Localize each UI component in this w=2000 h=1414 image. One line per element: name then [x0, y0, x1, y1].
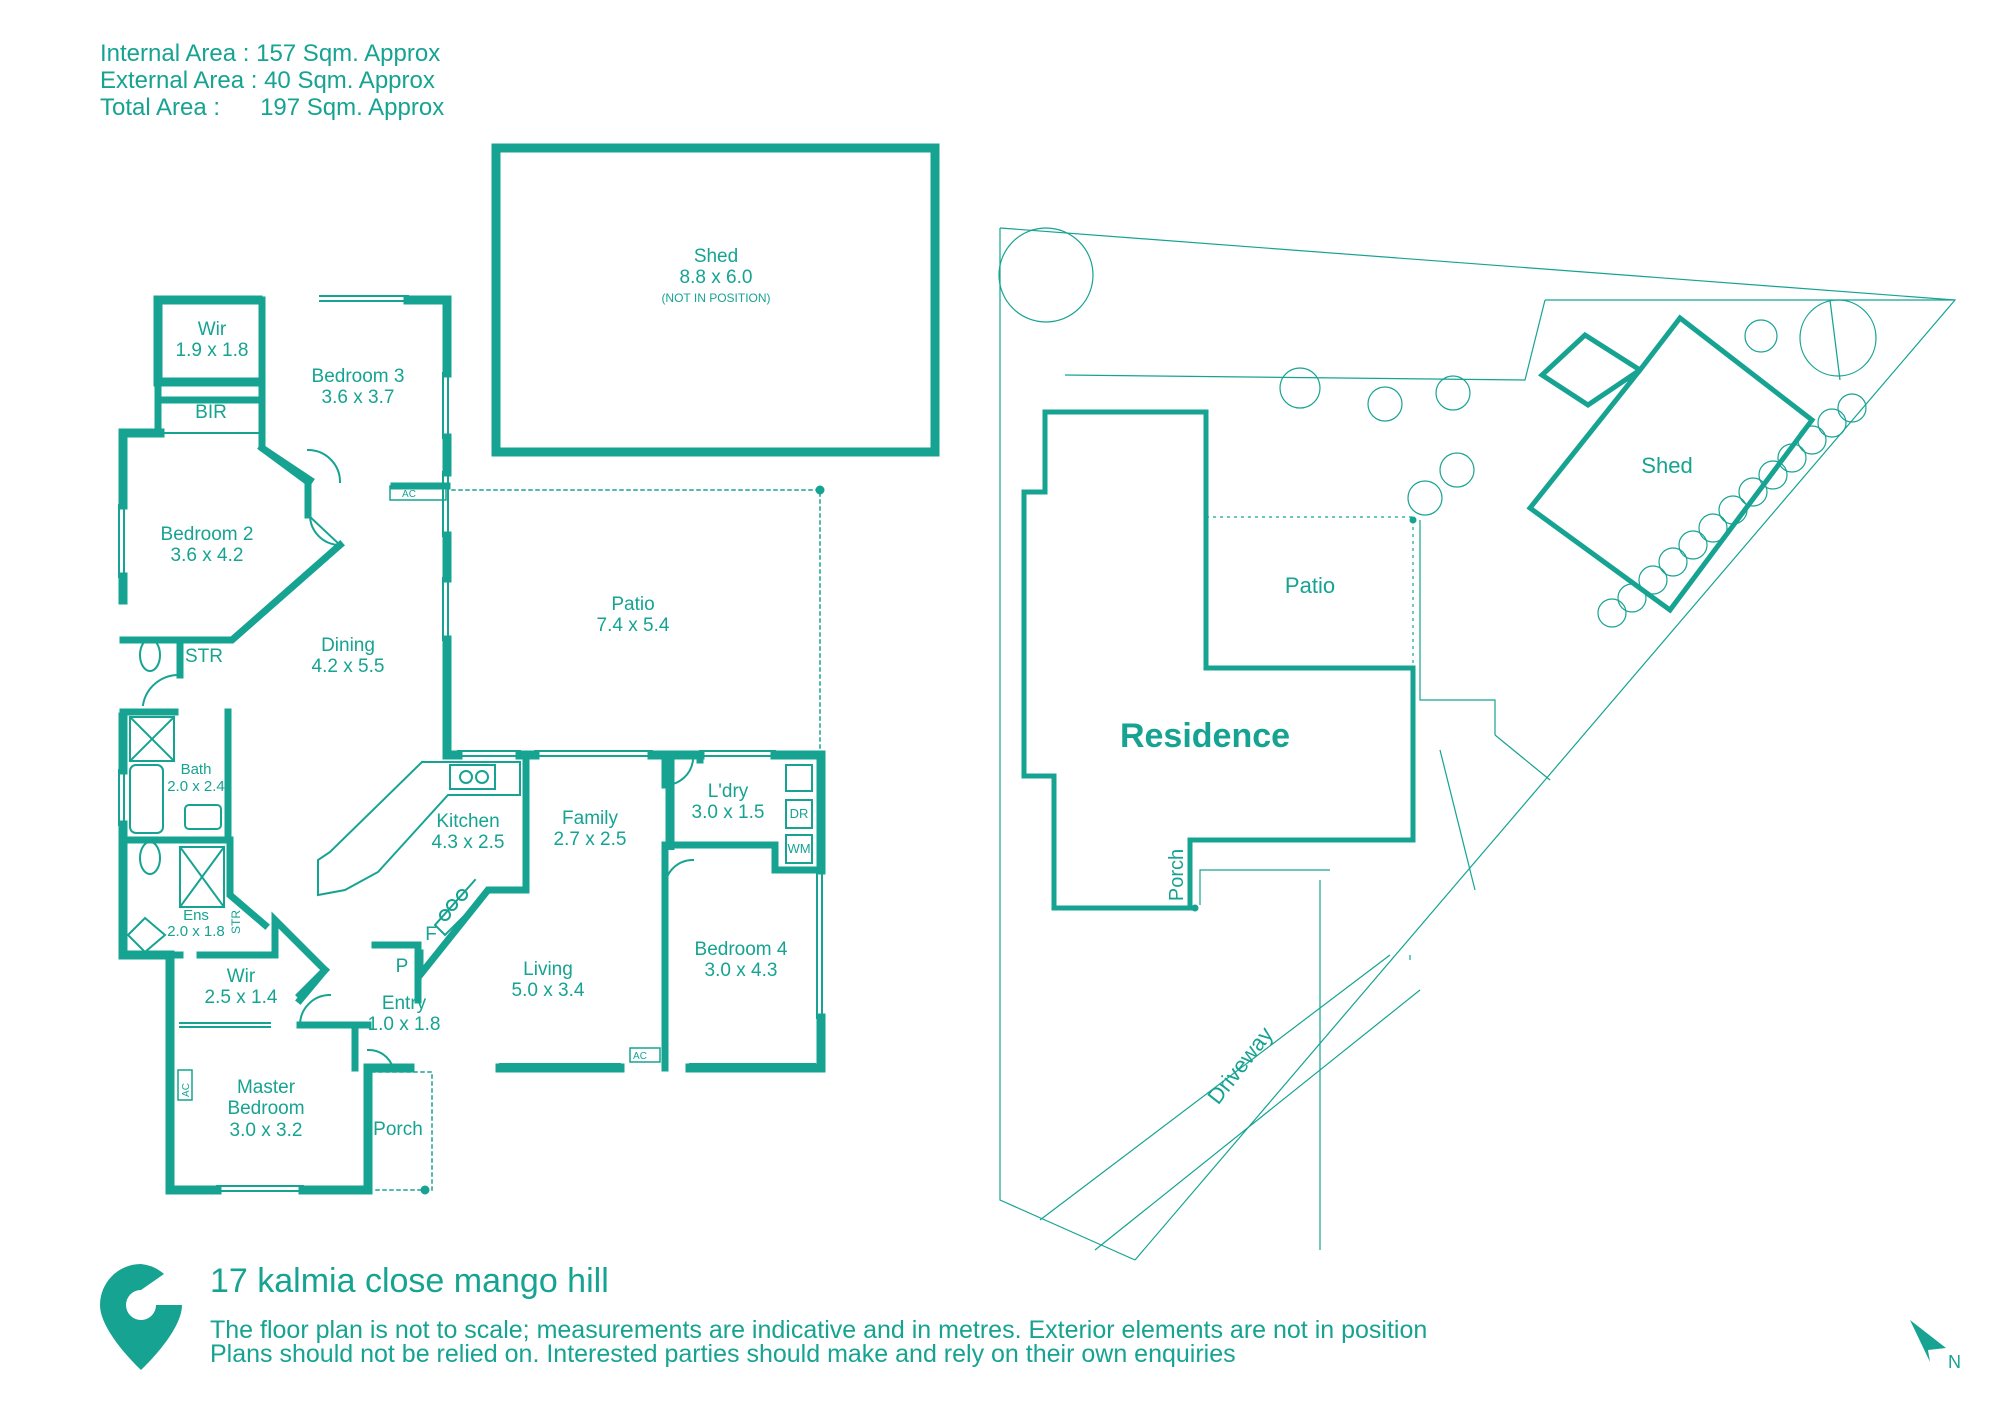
- disclaimer: The floor plan is not to scale; measurem…: [210, 1316, 1428, 1368]
- str2-label: STR: [229, 910, 243, 934]
- ac2-label: AC: [633, 1051, 647, 1062]
- living-dims: 5.0 x 3.4: [512, 980, 585, 1001]
- external-area: External Area : 40 Sqm. Approx: [100, 67, 435, 94]
- patio-name: Patio: [611, 594, 654, 615]
- bath-name: Bath: [181, 761, 212, 778]
- p-label: P: [396, 956, 409, 977]
- kitchen-dims: 4.3 x 2.5: [432, 832, 505, 853]
- porch-label: Porch: [373, 1119, 423, 1140]
- ens-name: Ens: [183, 907, 209, 924]
- ens-dims: 2.0 x 1.8: [167, 923, 225, 940]
- bedroom4-dims: 3.0 x 4.3: [705, 960, 778, 981]
- site-patio-label: Patio: [1285, 573, 1335, 598]
- patio-dims: 7.4 x 5.4: [597, 615, 670, 636]
- doors: [141, 448, 695, 1070]
- bedroom4-name: Bedroom 4: [695, 939, 788, 960]
- master-name-2: Bedroom: [227, 1098, 304, 1119]
- f-label: F: [425, 924, 437, 945]
- patio-outline: [371, 489, 821, 1191]
- ac1-label: AC: [402, 489, 416, 500]
- kitchen-name: Kitchen: [436, 811, 499, 832]
- living-name: Living: [523, 959, 573, 980]
- bedroom3-dims: 3.6 x 3.7: [322, 387, 395, 408]
- disclaimer-line-1: The floor plan is not to scale; measurem…: [210, 1316, 1428, 1344]
- bedroom3-name: Bedroom 3: [312, 366, 405, 387]
- outer-walls: [118, 295, 826, 1195]
- wir1-dims: 1.9 x 1.8: [176, 340, 249, 361]
- shed-note: (NOT IN POSITION): [661, 291, 770, 305]
- floor-plan-labels: Shed 8.8 x 6.0 (NOT IN POSITION) Wir 1.9…: [161, 246, 811, 1141]
- ac3-label: AC: [181, 1083, 192, 1097]
- location-pin-c-logo-icon: [100, 1264, 182, 1370]
- laundry-name: L'dry: [708, 781, 749, 802]
- bedroom2-dims: 3.6 x 4.2: [171, 545, 244, 566]
- wm-label: WM: [787, 841, 810, 856]
- windows: [118, 295, 823, 1192]
- north-label: N: [1948, 1352, 1960, 1370]
- bath-dims: 2.0 x 2.4: [167, 778, 225, 795]
- family-dims: 2.7 x 2.5: [554, 829, 627, 850]
- laundry-dims: 3.0 x 1.5: [692, 802, 765, 823]
- shed-dims: 8.8 x 6.0: [680, 267, 753, 288]
- site-shed-outline: [1526, 314, 1816, 614]
- dr-label: DR: [790, 806, 809, 821]
- dining-name: Dining: [321, 635, 375, 656]
- master-dims: 3.0 x 3.2: [230, 1120, 303, 1141]
- north-arrow-icon: N: [1910, 1320, 1960, 1370]
- entry-dims: 1.0 x 1.8: [368, 1014, 441, 1035]
- internal-area: Internal Area : 157 Sqm. Approx: [100, 40, 441, 67]
- site-shed-label: Shed: [1641, 453, 1692, 478]
- bedroom2-name: Bedroom 2: [161, 524, 254, 545]
- total-area: Total Area : 197 Sqm. Approx: [100, 94, 445, 121]
- disclaimer-line-2: Plans should not be relied on. Intereste…: [210, 1340, 1236, 1368]
- bathroom-fixtures: [126, 638, 813, 954]
- area-stats: Internal Area : 157 Sqm. Approx External…: [100, 40, 444, 121]
- site-plan: [998, 227, 1957, 1261]
- residence-outline: [1021, 409, 1416, 911]
- wir2-dims: 2.5 x 1.4: [205, 987, 278, 1008]
- site-porch-label: Porch: [1166, 849, 1188, 901]
- wir1-name: Wir: [198, 319, 227, 340]
- master-name-1: Master: [237, 1077, 296, 1098]
- wir2-name: Wir: [227, 966, 256, 987]
- driveway-label: Driveway: [1202, 1022, 1277, 1109]
- kitchen-bench: [317, 760, 521, 937]
- site-boundary: [999, 227, 1957, 1261]
- bir-label: BIR: [195, 402, 227, 423]
- residence-label: Residence: [1120, 717, 1290, 755]
- str1-label: STR: [185, 646, 223, 667]
- floor-plan: [118, 143, 940, 1195]
- dining-dims: 4.2 x 5.5: [312, 656, 385, 677]
- property-address: 17 kalmia close mango hill: [210, 1262, 609, 1300]
- shed-name: Shed: [694, 246, 738, 267]
- trees: [998, 227, 1877, 628]
- entry-name: Entry: [382, 993, 427, 1014]
- family-name: Family: [562, 808, 618, 829]
